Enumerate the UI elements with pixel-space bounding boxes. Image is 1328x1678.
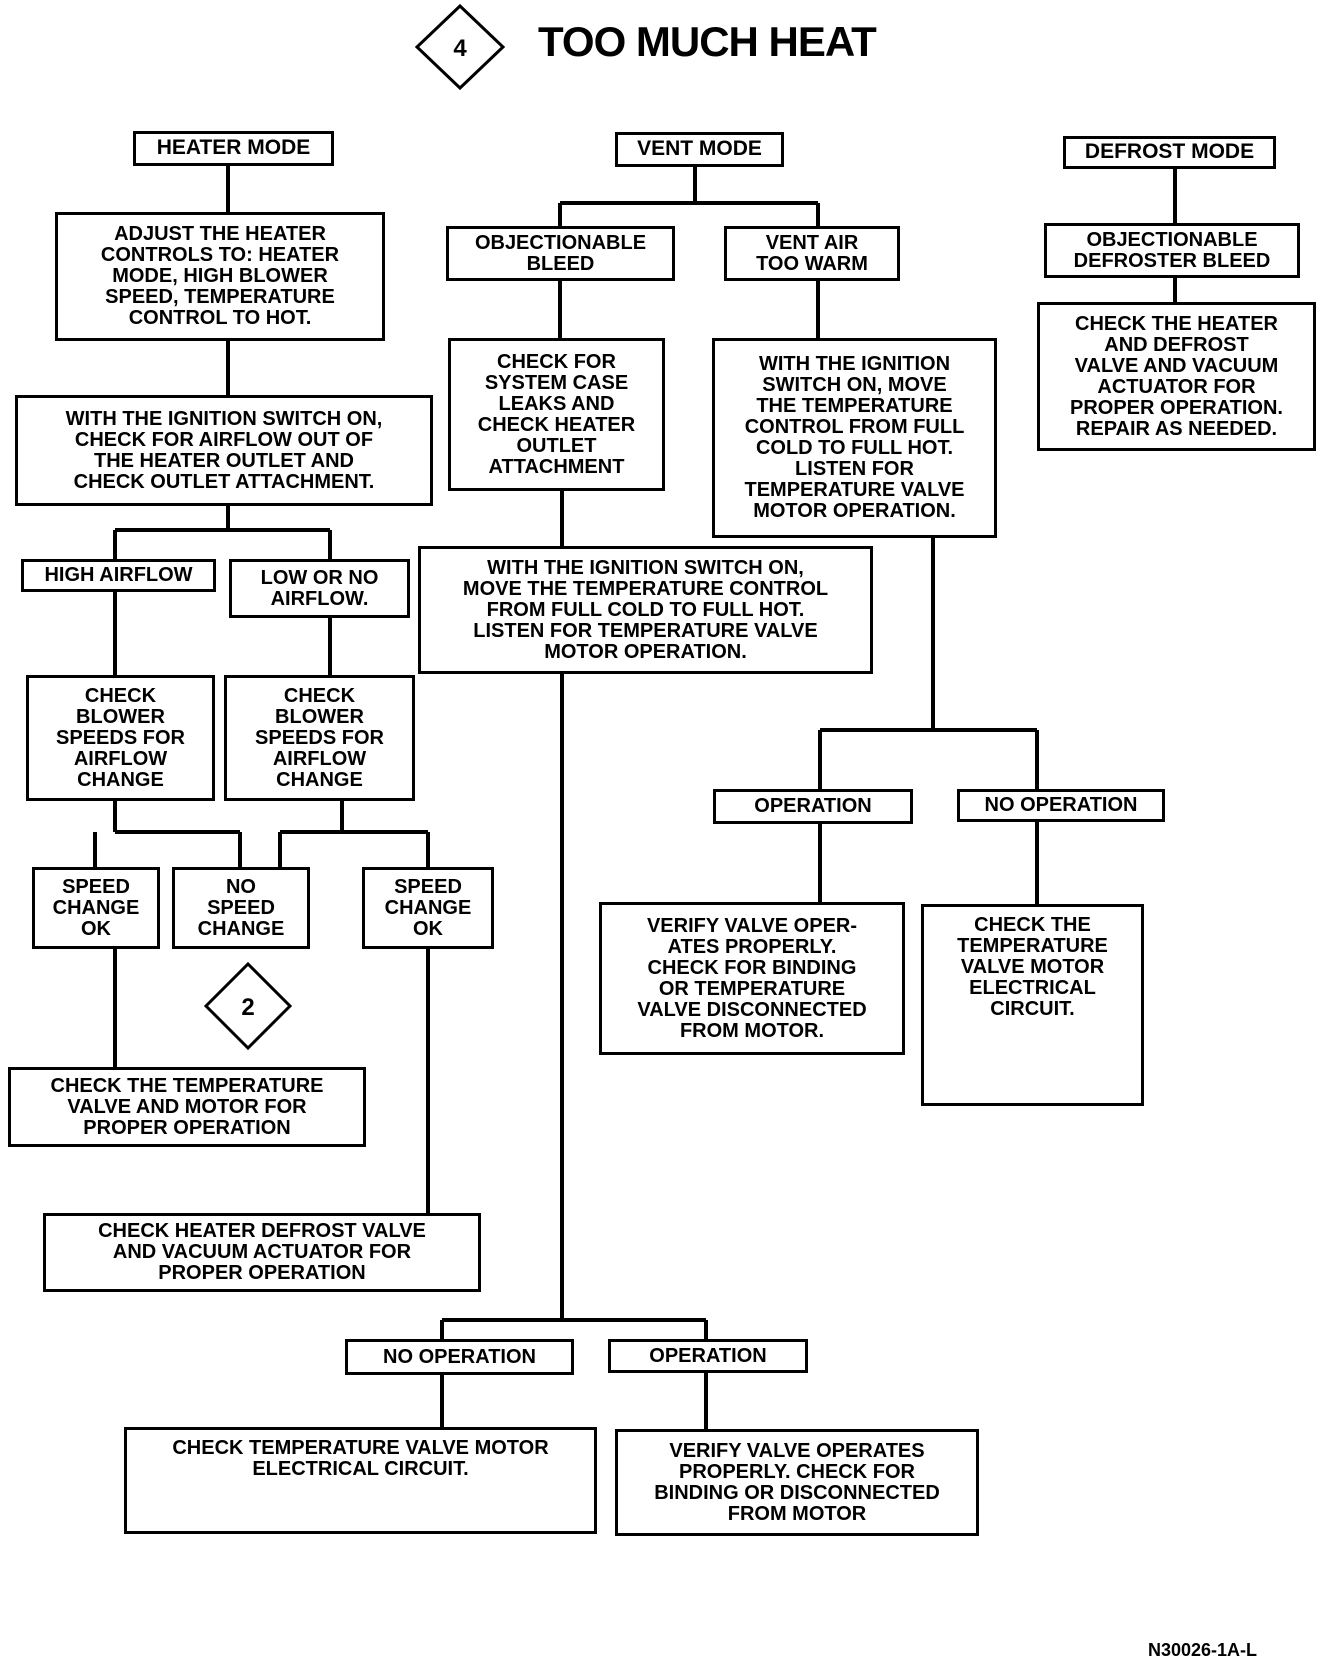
check-heater-defrost-valve-box: CHECK HEATER DEFROST VALVE AND VACUUM AC…: [43, 1213, 481, 1292]
low-or-no-airflow-box: LOW OR NO AIRFLOW.: [229, 559, 410, 618]
check-blower-speeds-box-right: CHECK BLOWER SPEEDS FOR AIRFLOW CHANGE: [224, 675, 415, 801]
title-marker-diamond: 4: [414, 3, 506, 91]
ignition-move-temperature-box-center: WITH THE IGNITION SWITCH ON, MOVE THE TE…: [418, 546, 873, 674]
check-blower-speeds-box-left: CHECK BLOWER SPEEDS FOR AIRFLOW CHANGE: [26, 675, 215, 801]
objectionable-defroster-bleed-box: OBJECTIONABLE DEFROSTER BLEED: [1044, 223, 1300, 278]
no-operation-box-bottom: NO OPERATION: [345, 1339, 574, 1375]
heater-ignition-airflow-check-box: WITH THE IGNITION SWITCH ON, CHECK FOR A…: [15, 395, 433, 506]
connector-marker-diamond: 2: [203, 961, 293, 1051]
check-temperature-valve-motor-box: CHECK THE TEMPERATURE VALVE AND MOTOR FO…: [8, 1067, 366, 1147]
operation-box-bottom: OPERATION: [608, 1339, 808, 1373]
speed-change-ok-box-left: SPEED CHANGE OK: [32, 867, 160, 949]
heater-adjust-controls-box: ADJUST THE HEATER CONTROLS TO: HEATER MO…: [55, 212, 385, 341]
vent-air-too-warm-box: VENT AIR TOO WARM: [724, 226, 900, 281]
connector-marker-label: 2: [241, 994, 254, 1021]
title-marker-label: 4: [453, 35, 467, 62]
ignition-move-temperature-box-right: WITH THE IGNITION SWITCH ON, MOVE THE TE…: [712, 338, 997, 538]
check-system-case-leaks-box: CHECK FOR SYSTEM CASE LEAKS AND CHECK HE…: [448, 338, 665, 491]
check-valve-motor-circuit-box-bottom: CHECK TEMPERATURE VALVE MOTOR ELECTRICAL…: [124, 1427, 597, 1534]
no-speed-change-box: NO SPEED CHANGE: [172, 867, 310, 949]
page-title: TOO MUCH HEAT: [538, 18, 877, 65]
verify-valve-operates-box-right: VERIFY VALVE OPER- ATES PROPERLY. CHECK …: [599, 902, 905, 1055]
objectionable-bleed-box: OBJECTIONABLE BLEED: [446, 226, 675, 281]
check-heater-defrost-valve-actuator-box: CHECK THE HEATER AND DEFROST VALVE AND V…: [1037, 302, 1316, 451]
high-airflow-box: HIGH AIRFLOW: [21, 559, 216, 592]
verify-valve-operates-box-bottom: VERIFY VALVE OPERATES PROPERLY. CHECK FO…: [615, 1429, 979, 1536]
check-valve-motor-circuit-box-right: CHECK THE TEMPERATURE VALVE MOTOR ELECTR…: [921, 904, 1144, 1106]
speed-change-ok-box-right: SPEED CHANGE OK: [362, 867, 494, 949]
operation-box-right: OPERATION: [713, 789, 913, 824]
vent-mode-box: VENT MODE: [615, 132, 784, 167]
defrost-mode-box: DEFROST MODE: [1063, 136, 1276, 169]
heater-mode-box: HEATER MODE: [133, 131, 334, 166]
no-operation-box-right: NO OPERATION: [957, 789, 1165, 822]
figure-id: N30026-1A-L: [1148, 1640, 1258, 1660]
